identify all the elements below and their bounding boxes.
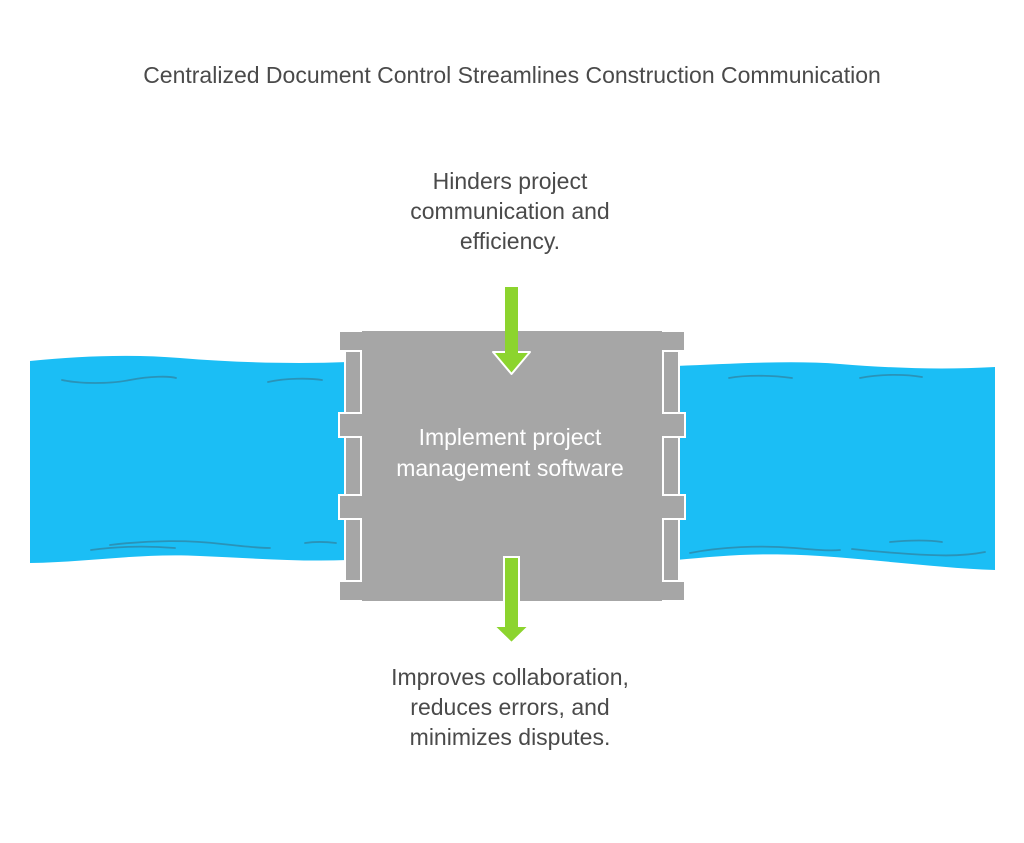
right-dam-frame [660,330,686,602]
left-water-channel [30,355,348,563]
down-arrow-icon [492,287,531,375]
diagram-title: Centralized Document Control Streamlines… [143,62,881,88]
outcome-label: Improves collaboration, reduces errors, … [391,664,629,750]
left-water-ripples [61,375,337,551]
problem-label: Hinders project communication and effici… [410,168,610,254]
right-water-channel [676,362,995,570]
solution-label: Implement project management software [396,424,624,481]
right-water-ripples [689,373,986,557]
down-arrow-icon [493,556,530,644]
